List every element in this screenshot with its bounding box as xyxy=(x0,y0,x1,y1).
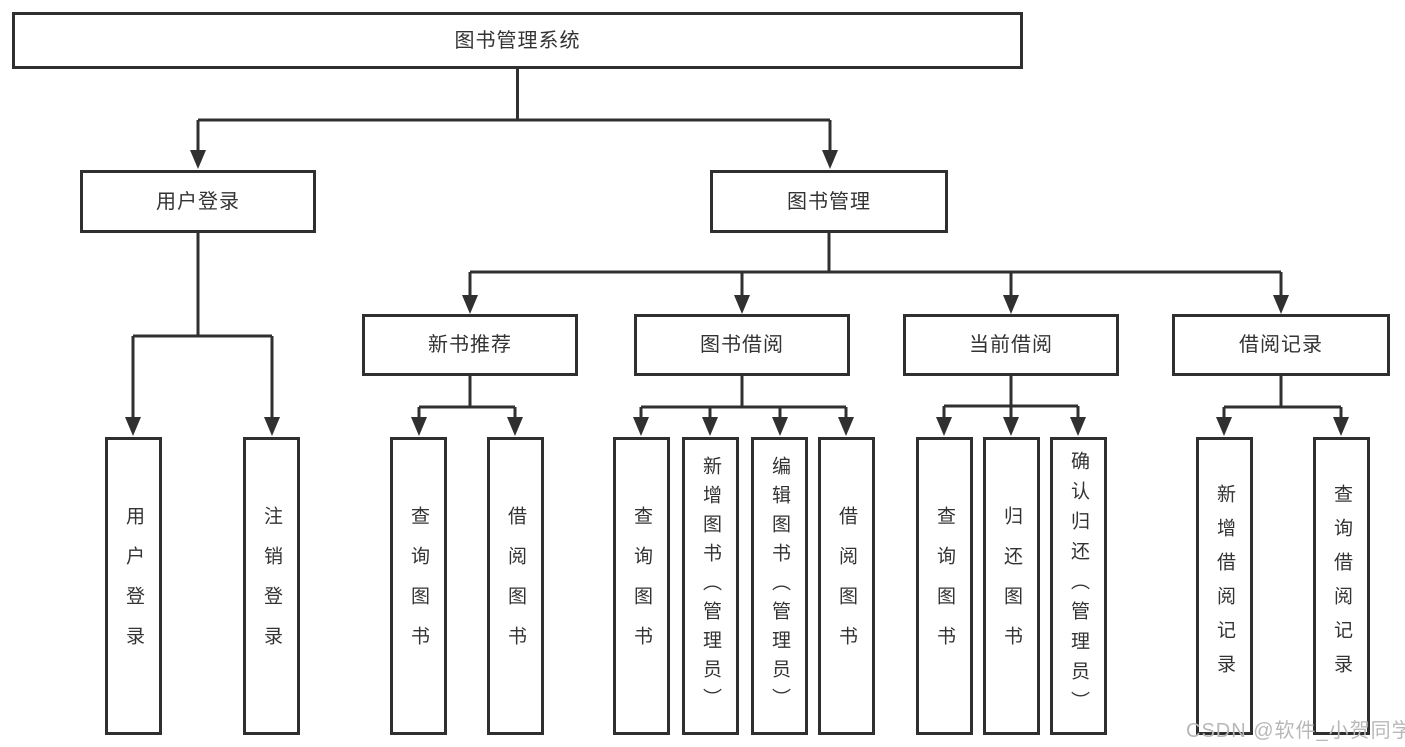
leaf-logout-label: 注销登录 xyxy=(261,506,282,666)
leaf-borrow-books-recommend-label: 借阅图书 xyxy=(505,506,526,666)
leaf-borrow-books-recommend: 借阅图书 xyxy=(487,437,544,735)
node-borrowing-records: 借阅记录 xyxy=(1172,314,1390,376)
leaf-confirm-return-admin: 确认归还（管理员） xyxy=(1050,437,1107,735)
leaf-return-book-label: 归还图书 xyxy=(1001,506,1022,666)
leaf-query-books-recommend: 查询图书 xyxy=(390,437,447,735)
leaf-user-login-label: 用户登录 xyxy=(123,506,144,666)
leaf-return-book: 归还图书 xyxy=(983,437,1040,735)
leaf-query-books-current: 查询图书 xyxy=(916,437,973,735)
leaf-confirm-return-admin-label: 确认归还（管理员） xyxy=(1068,451,1089,721)
leaf-query-books-current-label: 查询图书 xyxy=(934,506,955,666)
node-new-book-recommendation: 新书推荐 xyxy=(362,314,578,376)
node-book-borrowing: 图书借阅 xyxy=(634,314,850,376)
leaf-edit-book-admin-label: 编辑图书（管理员） xyxy=(769,455,790,717)
leaf-borrow-books: 借阅图书 xyxy=(818,437,875,735)
leaf-add-borrow-record: 新增借阅记录 xyxy=(1196,437,1253,735)
leaf-borrow-books-label: 借阅图书 xyxy=(836,506,857,666)
node-current-borrowing: 当前借阅 xyxy=(903,314,1119,376)
leaf-query-borrow-record: 查询借阅记录 xyxy=(1313,437,1370,735)
node-library-management-system: 图书管理系统 xyxy=(12,12,1023,69)
leaf-add-borrow-record-label: 新增借阅记录 xyxy=(1214,484,1235,688)
leaf-add-book-admin: 新增图书（管理员） xyxy=(682,437,739,735)
leaf-query-books-borrow: 查询图书 xyxy=(613,437,670,735)
node-user-login: 用户登录 xyxy=(80,170,316,233)
leaf-user-login: 用户登录 xyxy=(105,437,162,735)
leaf-query-books-borrow-label: 查询图书 xyxy=(631,506,652,666)
leaf-logout: 注销登录 xyxy=(243,437,300,735)
watermark: CSDN @软件_小贺同学 xyxy=(1186,720,1405,742)
leaf-edit-book-admin: 编辑图书（管理员） xyxy=(751,437,808,735)
node-book-management: 图书管理 xyxy=(710,170,948,233)
leaf-query-books-recommend-label: 查询图书 xyxy=(408,506,429,666)
leaf-add-book-admin-label: 新增图书（管理员） xyxy=(700,455,721,717)
leaf-query-borrow-record-label: 查询借阅记录 xyxy=(1331,484,1352,688)
